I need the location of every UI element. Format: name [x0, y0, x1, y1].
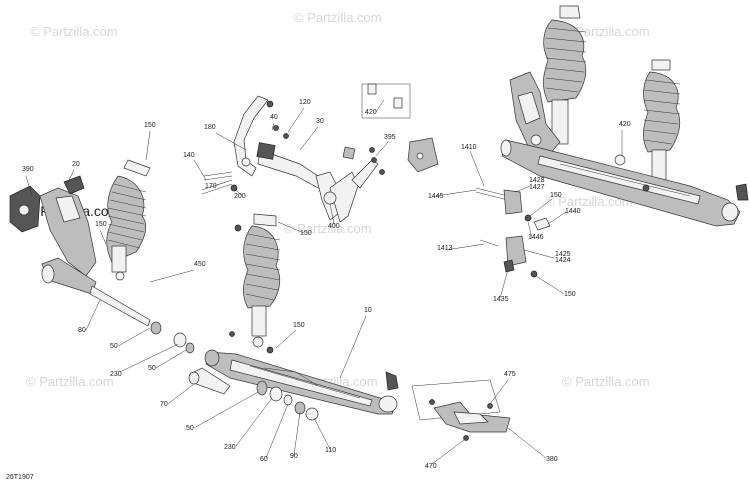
part-number-label: 40 [270, 114, 278, 121]
small-mount-plate [379, 137, 439, 175]
part-number-label: 1410 [461, 144, 477, 151]
left-pivot-shaft [41, 257, 151, 327]
part-number-label: 60 [260, 456, 268, 463]
watermark-text: © Partzilla.com [562, 24, 650, 39]
watermark-text: © Partzilla.com [30, 24, 118, 39]
part-number-label: 1427 [529, 184, 545, 191]
part-number-label: 30 [316, 118, 324, 125]
watermark-text: © Partzilla.com [284, 221, 372, 236]
part-number-label: 200 [234, 193, 246, 200]
part-number-label: 475 [504, 371, 516, 378]
part-number-label: 390 [22, 166, 34, 173]
right-upper-shock [543, 5, 587, 145]
part-number-label: 395 [384, 134, 396, 141]
part-number-labels: 390 20 150 150 450 80 50 230 50 70 50 230 60 90 110 150… [22, 99, 631, 470]
part-number-label: 380 [546, 456, 558, 463]
part-number-label: 20 [72, 161, 80, 168]
part-number-label: 420 [619, 121, 631, 128]
part-number-label: 150 [95, 221, 107, 228]
part-number-label: 230 [224, 444, 236, 451]
part-number-label: 10 [364, 307, 372, 314]
watermark-text: © Partzilla.com [26, 374, 114, 389]
part-number-label: 180 [204, 124, 216, 131]
part-number-label: 1428 [529, 177, 545, 184]
part-number-label: 470 [425, 463, 437, 470]
part-number-label: 150 [144, 122, 156, 129]
part-number-label: 50 [148, 365, 156, 372]
part-number-label: 1413 [437, 245, 453, 252]
part-number-label: 150 [293, 322, 305, 329]
bottom-skid-plate [411, 379, 511, 441]
bushing-box-420 [342, 83, 411, 163]
part-number-label: 120 [299, 99, 311, 106]
center-bushings-washers [150, 321, 319, 421]
left-shock-absorber [106, 159, 151, 281]
part-number-label: 150 [564, 291, 576, 298]
part-number-label: 80 [78, 327, 86, 334]
part-number-label: 50 [186, 425, 194, 432]
part-number-label: 150 [300, 230, 312, 237]
part-number-label: 1425 [555, 251, 571, 258]
center-swing-arm [188, 349, 399, 415]
watermark-text: © Partzilla.com [294, 10, 382, 25]
right-linkage-bracket [509, 71, 561, 157]
part-number-label: 1435 [493, 296, 509, 303]
leader-lines [25, 99, 623, 465]
part-number-label: 90 [290, 453, 298, 460]
part-number-label: 1445 [428, 193, 444, 200]
part-number-label: 140 [183, 152, 195, 159]
right-swing-arm [500, 139, 749, 227]
part-number-label: 400 [328, 223, 340, 230]
part-number-label: 170 [205, 183, 217, 190]
diagram-code: 26T1907 [6, 474, 34, 481]
front-tube-bracket [201, 95, 379, 223]
part-number-label: 110 [325, 447, 336, 454]
part-number-label: 230 [110, 371, 122, 378]
center-shock-absorber [234, 213, 281, 348]
part-number-label: 70 [160, 401, 168, 408]
watermark-text: © Partzilla.com [545, 194, 633, 209]
part-number-label: 1446 [528, 234, 544, 241]
right-rear-shock [614, 59, 681, 181]
part-number-label: 420 [365, 109, 377, 116]
part-number-label: 1440 [565, 208, 581, 215]
part-number-label: 450 [194, 261, 206, 268]
part-number-label: 50 [110, 343, 118, 350]
part-number-label: 150 [550, 192, 562, 199]
part-number-label: 1424 [555, 257, 571, 264]
right-small-parts [475, 187, 551, 278]
watermark-text: © Partzilla.com [562, 374, 650, 389]
